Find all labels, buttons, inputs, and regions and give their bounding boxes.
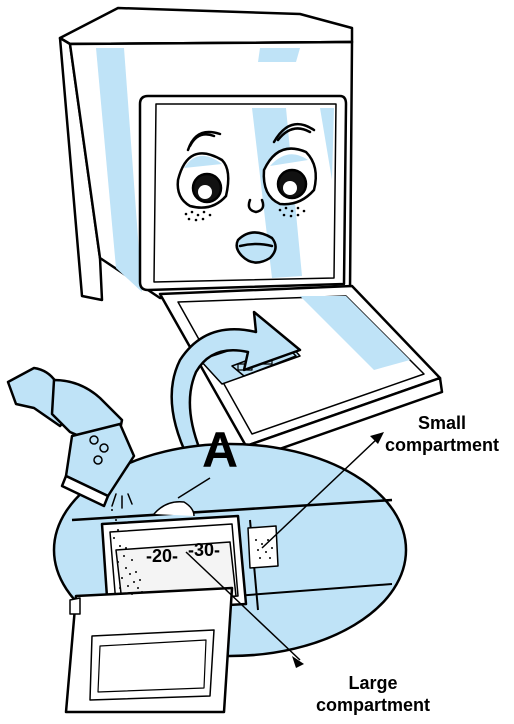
- large-compartment-label: Large compartment: [316, 672, 430, 716]
- small-compartment-label: Small compartment: [385, 412, 499, 456]
- fill-mark-20: -20-: [146, 546, 178, 567]
- small-compartment-label-line1: Small: [385, 412, 499, 434]
- section-marker-label: A: [202, 425, 238, 475]
- fill-mark-30: -30-: [188, 540, 220, 561]
- large-compartment-label-line2: compartment: [316, 694, 430, 716]
- hand-pouring-detergent-icon: [8, 368, 134, 508]
- large-compartment-label-line1: Large: [316, 672, 430, 694]
- small-compartment-label-line2: compartment: [385, 434, 499, 456]
